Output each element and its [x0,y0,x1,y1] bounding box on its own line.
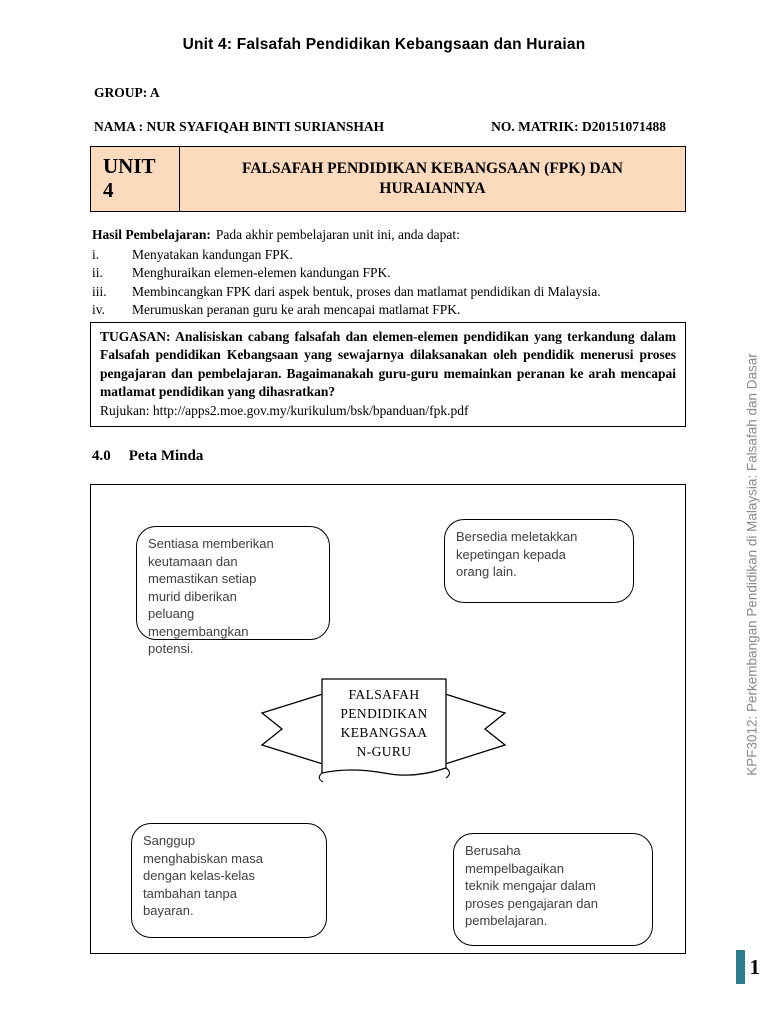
unit-title-cell: FALSAFAH PENDIDIKAN KEBANGSAAN (FPK) DAN… [242,159,623,197]
objective-item: i. Menyatakan kandungan FPK. [92,246,686,264]
center-ribbon: FALSAFAH PENDIDIKAN KEBANGSAA N-GURU [256,673,511,793]
page-number-bar [735,950,745,984]
objective-number: iv. [92,302,105,318]
objective-text: Membincangkan FPK dari aspek bentuk, pro… [132,283,601,299]
page-number: 1 [749,954,761,979]
hasil-pembelajaran-line: Hasil Pembelajaran: Pada akhir pembelajar… [92,227,460,243]
ribbon-banner-shape [260,678,507,783]
unit-number-cell: UNIT 4 [91,147,180,211]
mindmap-node-top-left: Sentiasa memberikan keutamaan dan memast… [136,526,330,656]
unit-number: 4 [103,178,114,202]
mindmap-canvas: Sentiasa memberikan keutamaan dan memast… [90,484,686,954]
student-info-row: NAMA : NUR SYAFIQAH BINTI SURIANSHAH NO.… [94,119,666,135]
mindmap-center-label: FALSAFAH PENDIDIKAN KEBANGSAA N-GURU [340,687,428,759]
course-sidebar-text: KPF3012: Perkembangan Pendidikan di Mala… [744,353,760,776]
unit-word: UNIT [103,154,156,179]
rujukan-link[interactable]: Rujukan: http://apps2.moe.gov.my/kurikul… [100,402,469,418]
mindmap-node-top-right: Bersedia meletakkan kepetingan kepada or… [444,519,634,603]
mindmap-node-bottom-right: Berusaha mempelbagaikan teknik mengajar … [453,833,653,946]
objective-text: Merumuskan peranan guru ke arah mencapai… [132,302,461,318]
section-number: 4.0 [92,448,111,464]
objective-text: Menyatakan kandungan FPK. [132,247,293,262]
mindmap-node-bottom-left: Sanggup menghabiskan masa dengan kelas-k… [131,823,327,938]
objective-number: iii. [92,283,107,299]
tugasan-text: TUGASAN: Analisiskan cabang falsafah dan… [100,329,676,400]
matrik-label: NO. MATRIK: D20151071488 [491,119,666,134]
objective-item: iv. Merumuskan peranan guru ke arah menc… [92,301,686,319]
group-label: GROUP: A [94,85,160,100]
objective-item: ii. Menghuraikan elemen-elemen kandungan… [92,264,686,282]
objective-number: ii. [92,265,103,281]
nama-label: NAMA : NUR SYAFIQAH BINTI SURIANSHAH [94,119,385,134]
section-heading: 4.0 Peta Minda [92,448,203,465]
document-title: Unit 4: Falsafah Pendidikan Kebangsaan d… [182,36,586,53]
objective-item: iii. Membincangkan FPK dari aspek bentuk… [92,283,686,301]
objective-number: i. [92,247,100,262]
hasil-label: Hasil Pembelajaran: [92,227,211,242]
objectives-list: i. Menyatakan kandungan FPK. ii. Menghur… [92,246,686,319]
section-title: Peta Minda [128,448,204,464]
hasil-text: Pada akhir pembelajaran unit ini, anda d… [215,227,460,242]
unit-banner-table: UNIT 4 FALSAFAH PENDIDIKAN KEBANGSAAN (F… [90,146,686,212]
objective-text: Menghuraikan elemen-elemen kandungan FPK… [132,265,391,281]
page-footer: 1 [735,950,761,984]
tugasan-box: TUGASAN: Analisiskan cabang falsafah dan… [90,322,686,428]
